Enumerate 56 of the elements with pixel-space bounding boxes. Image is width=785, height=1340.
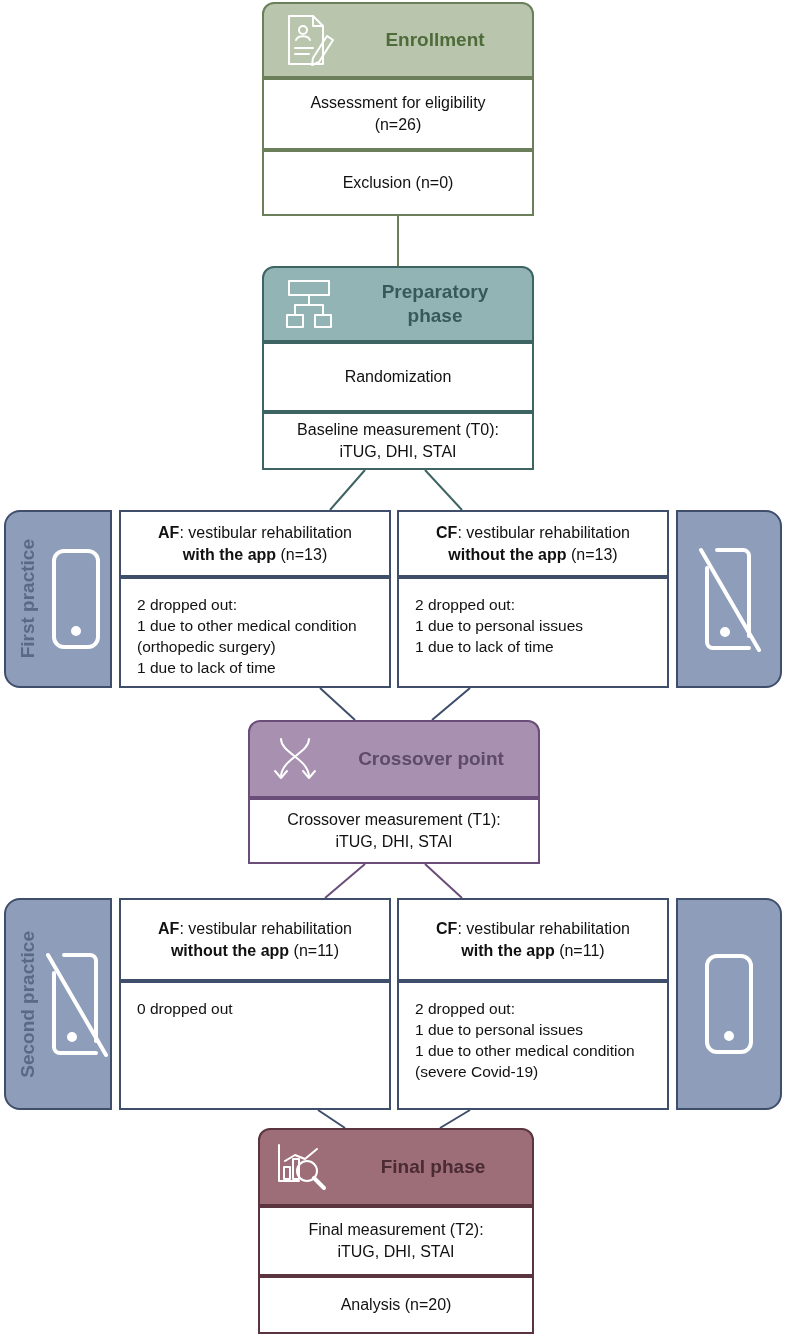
phase-side-panel	[4, 898, 112, 1110]
phase-side-panel	[4, 510, 112, 688]
connector-line	[424, 469, 463, 511]
process-box	[262, 412, 534, 470]
box-text: CF: vestibular rehabilitation without the app (n=13)	[435, 522, 631, 565]
process-box	[262, 342, 534, 412]
phase-title: Final phase	[379, 1155, 487, 1179]
process-box	[248, 798, 540, 864]
box-text: Crossover measurement (T1): iTUG, DHI, STAI	[286, 810, 502, 852]
process-box	[397, 898, 669, 981]
process-box	[119, 898, 391, 981]
dropout-text: 1 due to other medical condition (severe Covid-19)	[415, 1040, 636, 1082]
dropout-text: 2 dropped out:	[137, 595, 238, 615]
box-text: CF: vestibular rehabilitation with the app (n=11)	[435, 918, 631, 961]
box-text: Baseline measurement (T0): iTUG, DHI, STAI	[296, 420, 500, 462]
dropout-box	[397, 577, 669, 688]
phase-side-panel	[676, 898, 782, 1110]
box-text: Assessment for eligibility (n=26)	[309, 93, 487, 135]
dropout-text: 1 due to personal issues	[415, 1019, 585, 1040]
dropout-text: 2 dropped out:	[415, 999, 516, 1019]
dropout-box	[397, 981, 669, 1110]
box-text: Final measurement (T2): iTUG, DHI, STAI	[307, 1220, 485, 1262]
connector-line	[317, 1109, 346, 1129]
box-text: AF: vestibular rehabilitation without the app (n=11)	[157, 918, 353, 961]
connector-line	[424, 863, 463, 899]
phase-title: Enrollment	[384, 28, 486, 52]
connector-line	[431, 687, 471, 721]
box-text: Randomization	[344, 367, 452, 387]
box-text: Analysis (n=20)	[340, 1295, 452, 1315]
dropout-text: 1 due to other medical condition (orthopedic surgery)	[137, 615, 358, 657]
phase-title: Crossover point	[357, 747, 505, 771]
dropout-text: 0 dropped out	[137, 999, 234, 1019]
process-box	[119, 510, 391, 577]
connector-line	[329, 469, 366, 511]
dropout-text: 1 due to lack of time	[415, 636, 555, 657]
dropout-text: 1 due to lack of time	[137, 657, 277, 678]
phase-side-panel	[676, 510, 782, 688]
process-box	[258, 1276, 534, 1334]
box-text: AF: vestibular rehabilitation with the app (n=13)	[157, 522, 353, 565]
phase-header-box	[248, 720, 540, 798]
box-text: Exclusion (n=0)	[342, 173, 454, 193]
phase-header-box	[258, 1128, 534, 1206]
dropout-box	[119, 981, 391, 1110]
dropout-text: 1 due to personal issues	[415, 615, 585, 636]
process-box	[262, 150, 534, 216]
phase-header-box	[262, 2, 534, 78]
dropout-box	[119, 577, 391, 688]
phase-title: Preparatory phase	[380, 280, 490, 328]
connector-line	[319, 687, 356, 721]
connector-line	[397, 215, 399, 267]
process-box	[262, 78, 534, 150]
phase-header-box	[262, 266, 534, 342]
process-box	[258, 1206, 534, 1276]
process-box	[397, 510, 669, 577]
connector-line	[324, 863, 366, 899]
dropout-text: 2 dropped out:	[415, 595, 516, 615]
